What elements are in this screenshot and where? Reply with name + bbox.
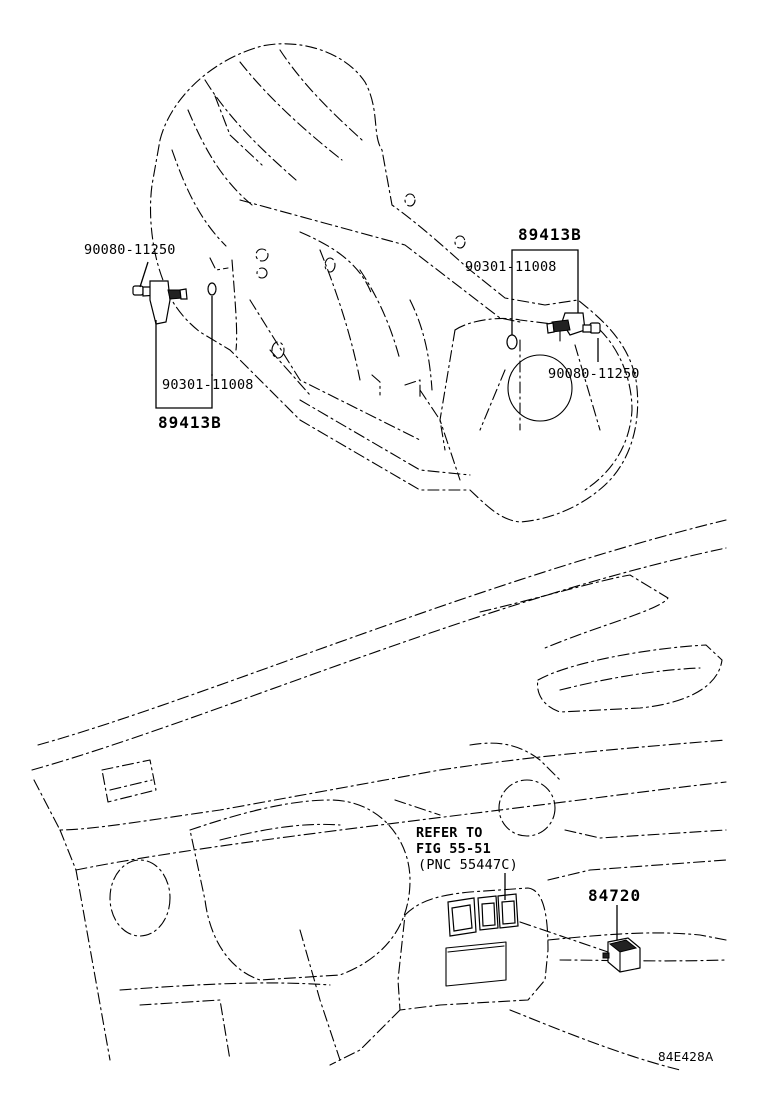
switch-84720 <box>602 937 641 973</box>
callout-switch: 84720 <box>588 886 642 905</box>
figure-code: 84E428A <box>658 1050 714 1064</box>
callout-left-plug: 90301-11008 <box>162 377 254 393</box>
right-speed-sensor <box>506 312 601 350</box>
instrument-panel <box>31 519 727 1071</box>
leader-lines <box>139 249 599 409</box>
note-line-2: FIG 55-51 <box>416 841 491 857</box>
callout-right-plug: 90301-11008 <box>465 259 557 275</box>
callout-right-bolt: 90080-11250 <box>548 366 640 382</box>
callout-right-sensor: 89413B <box>518 225 582 244</box>
callout-left-sensor: 89413B <box>158 413 222 432</box>
transmission-assembly <box>149 43 639 523</box>
callout-left-bolt: 90080-11250 <box>84 242 176 258</box>
note-line-3: (PNC 55447C) <box>418 857 518 873</box>
switch-location-line <box>519 921 609 953</box>
left-speed-sensor <box>132 280 217 325</box>
note-line-1: REFER TO <box>416 825 483 841</box>
